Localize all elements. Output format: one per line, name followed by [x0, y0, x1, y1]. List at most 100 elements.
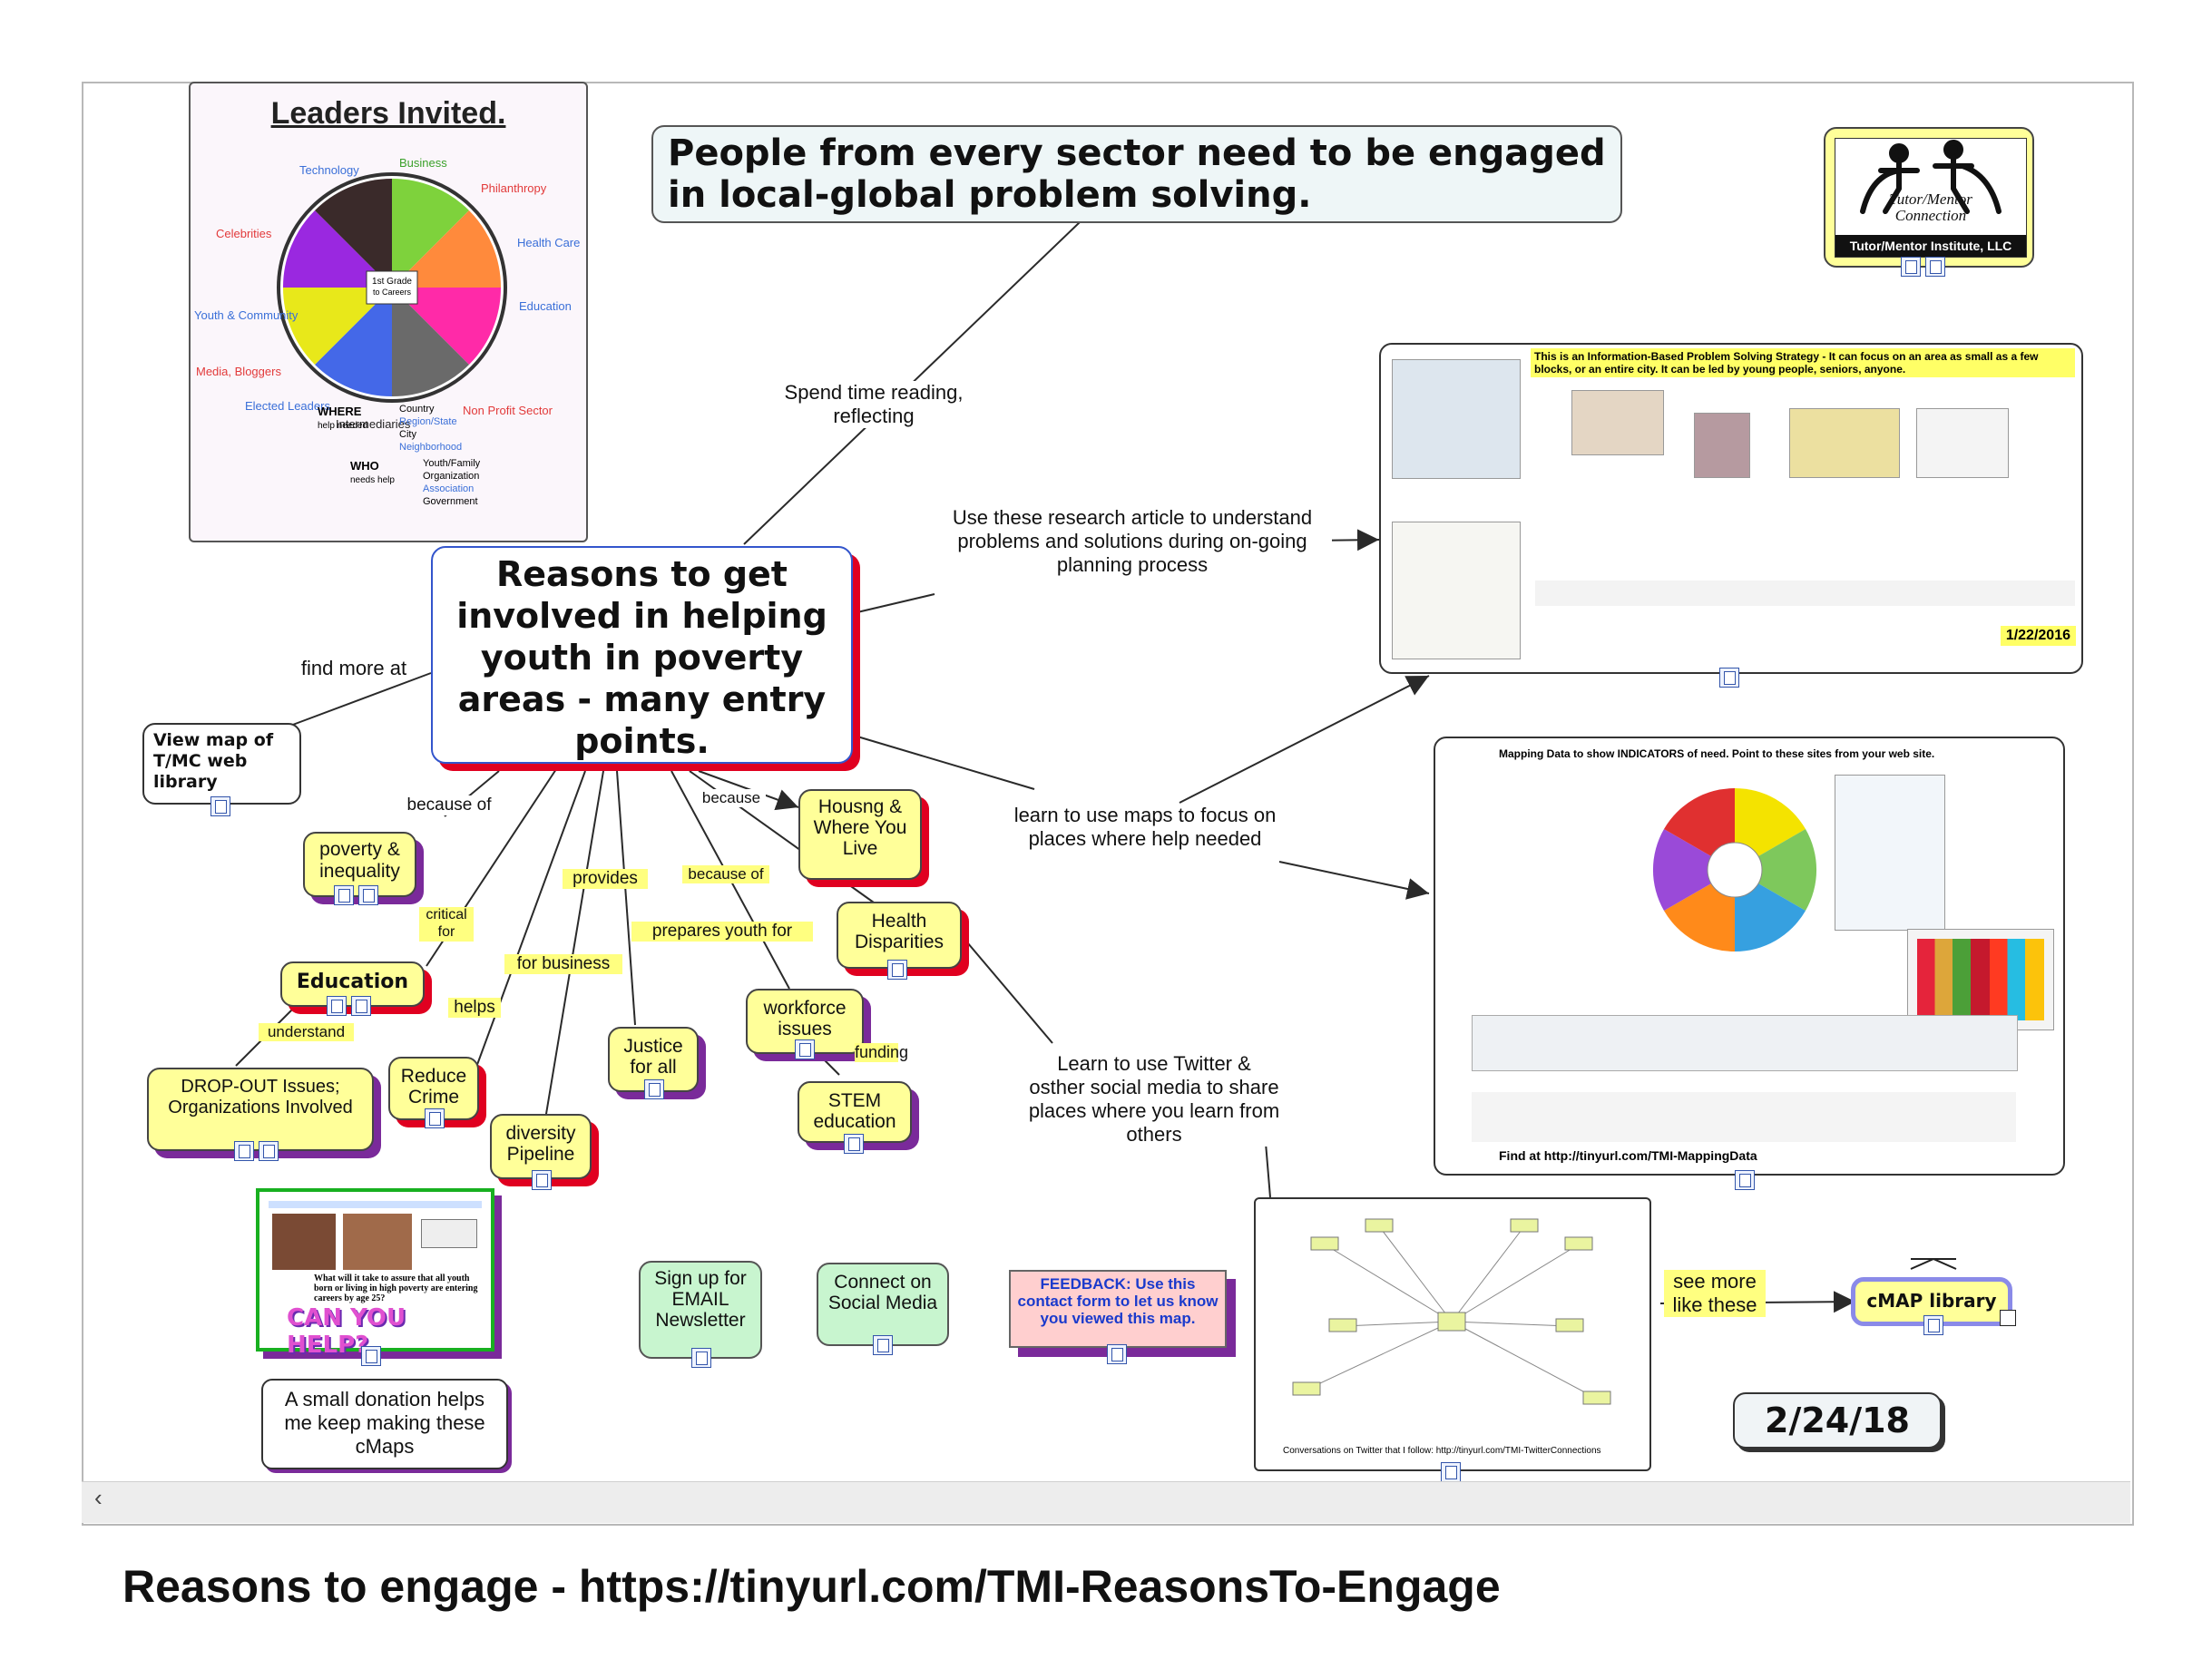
- cmap-icon[interactable]: [1719, 668, 1739, 688]
- svg-text:to Careers: to Careers: [373, 288, 412, 297]
- horizontal-scrollbar[interactable]: ‹: [82, 1481, 2130, 1523]
- tmc-logo: Tutor/Mentor Connection Tutor/Mentor Ins…: [1835, 138, 2027, 258]
- cmap-icon[interactable]: [1441, 1462, 1461, 1482]
- view-map-node[interactable]: View map of T/MC web library: [142, 723, 301, 805]
- central-concept[interactable]: Reasons to get involved in helping youth…: [431, 546, 853, 764]
- document-icon[interactable]: [361, 1346, 381, 1366]
- photo-collage: [1789, 408, 1900, 478]
- tmc-logo-node[interactable]: Tutor/Mentor Connection Tutor/Mentor Ins…: [1824, 127, 2034, 268]
- logo-subtitle: Tutor/Mentor Institute, LLC: [1835, 235, 2026, 257]
- who-label: WHO: [350, 459, 379, 473]
- document-icon[interactable]: [691, 1348, 711, 1368]
- label-learn-maps: learn to use maps to focus on places whe…: [1009, 804, 1281, 851]
- strategy-title: This is an Information-Based Problem Sol…: [1531, 348, 2075, 377]
- feedback-node[interactable]: FEEDBACK: Use this contact form to let u…: [1009, 1270, 1227, 1348]
- map-stories-image: [1472, 1092, 2016, 1142]
- document-icon[interactable]: [1107, 1344, 1127, 1364]
- sector-health: Health Care: [517, 236, 580, 249]
- strategy-text-block: [1535, 581, 2075, 606]
- indicator-wheel: [1652, 788, 1817, 951]
- scroll-left-arrow-icon[interactable]: ‹: [94, 1484, 103, 1511]
- document-icon[interactable]: [532, 1170, 552, 1190]
- map-strip-image: [1472, 1015, 2018, 1071]
- social-node[interactable]: Connect on Social Media: [817, 1263, 949, 1346]
- document-icon[interactable]: [1901, 257, 1921, 277]
- logo-name: Tutor/Mentor Connection: [1889, 190, 1972, 224]
- document-icon[interactable]: [887, 960, 907, 980]
- label-understand: understand: [259, 1023, 354, 1042]
- twitter-network: [1292, 1218, 1611, 1405]
- sector-education: Education: [519, 299, 572, 313]
- people-logo-icon: [1860, 140, 2002, 214]
- label-provides: provides: [563, 869, 648, 890]
- label-spend-time: Spend time reading, reflecting: [769, 381, 978, 428]
- cmap-icon[interactable]: [358, 885, 378, 905]
- where-items: Country Region/State City Neighborhood: [399, 404, 463, 453]
- dropout-node[interactable]: DROP-OUT Issues; Organizations Involved: [147, 1068, 374, 1151]
- document-icon[interactable]: [644, 1079, 664, 1099]
- mapping-thumbnail[interactable]: Mapping Data to show INDICATORS of need.…: [1434, 737, 2065, 1176]
- cmap-icon[interactable]: [210, 796, 230, 816]
- who-items: Youth/Family Organization Association Go…: [423, 458, 481, 507]
- goals-image: [1907, 929, 2054, 1030]
- where-sub: help needed: [318, 421, 368, 431]
- poster-call: CAN YOU HELP?: [287, 1304, 406, 1359]
- stem-node[interactable]: STEM education: [798, 1081, 912, 1143]
- leaders-title: Leaders Invited.: [270, 96, 506, 131]
- health-node[interactable]: Health Disparities: [837, 902, 962, 969]
- label-funding: funding: [855, 1043, 909, 1063]
- who-sub: needs help: [350, 475, 395, 485]
- document-icon[interactable]: [1923, 1315, 1943, 1335]
- ending-tomorrow-image: [1392, 522, 1521, 659]
- where-label: WHERE: [318, 405, 362, 418]
- sector-philanthropy: Philanthropy: [481, 181, 547, 195]
- document-icon[interactable]: [844, 1134, 864, 1154]
- label-prepares: prepares youth for: [631, 922, 813, 942]
- expand-icon[interactable]: [1909, 1256, 1958, 1271]
- label-helps: helps: [448, 998, 501, 1019]
- label-because: because: [697, 789, 766, 808]
- label-learn-twitter: Learn to use Twitter & osther social med…: [1027, 1052, 1281, 1147]
- mapping-title: Mapping Data to show INDICATORS of need.…: [1499, 747, 1971, 760]
- diversity-node[interactable]: diversity Pipeline: [490, 1114, 592, 1179]
- sector-nonprofit: Non Profit Sector: [463, 404, 553, 417]
- cmap-icon[interactable]: [351, 996, 371, 1016]
- page-caption: Reasons to engage - https://tinyurl.com/…: [122, 1561, 1501, 1612]
- label-critical-for: critical for: [419, 907, 474, 942]
- date-node: 2/24/18: [1733, 1392, 1942, 1449]
- label-for-business: for business: [504, 954, 622, 975]
- youth-photo: [272, 1214, 336, 1270]
- census-links-image: [1835, 775, 1945, 931]
- education-node[interactable]: Education: [280, 961, 425, 1007]
- label-use-research: Use these research article to understand…: [933, 506, 1332, 577]
- strategy-thumbnail[interactable]: This is an Information-Based Problem Sol…: [1379, 343, 2083, 674]
- diagram-image: [1916, 408, 2009, 478]
- document-icon[interactable]: [327, 996, 347, 1016]
- signup-node[interactable]: Sign up for EMAIL Newsletter: [639, 1261, 762, 1359]
- donation-node[interactable]: A small donation helps me keep making th…: [261, 1379, 508, 1469]
- sector-media: Media, Bloggers: [196, 365, 281, 378]
- person-photo: [1694, 413, 1750, 478]
- sector-technology: Technology: [299, 163, 359, 177]
- document-icon[interactable]: [334, 885, 354, 905]
- document-icon[interactable]: [234, 1141, 254, 1161]
- cmap-icon[interactable]: [1735, 1170, 1755, 1190]
- poster-question: What will it take to assure that all you…: [314, 1274, 478, 1303]
- document-icon[interactable]: [795, 1039, 815, 1059]
- housing-node[interactable]: Housng & Where You Live: [798, 789, 922, 880]
- open-external-icon[interactable]: [2000, 1310, 2016, 1326]
- twitter-thumbnail[interactable]: Conversations on Twitter that I follow: …: [1254, 1197, 1651, 1471]
- document-icon[interactable]: [873, 1335, 893, 1355]
- strategy-date: 1/22/2016: [2000, 626, 2076, 646]
- mapping-footer: Find at http://tinyurl.com/TMI-MappingDa…: [1499, 1148, 1757, 1163]
- city-map-image: [1392, 359, 1521, 479]
- cmap-icon[interactable]: [1925, 257, 1945, 277]
- leaders-invited-graphic[interactable]: Leaders Invited. 1st Grade to Careers Te…: [189, 82, 588, 542]
- can-you-help-poster[interactable]: What will it take to assure that all you…: [256, 1188, 494, 1359]
- document-icon[interactable]: [425, 1108, 445, 1128]
- region-map-image: [1571, 390, 1664, 455]
- label-see-more: see more like these: [1664, 1270, 1766, 1317]
- sector-business: Business: [399, 156, 447, 170]
- cmap-icon[interactable]: [259, 1141, 279, 1161]
- header-concept[interactable]: People from every sector need to be enga…: [651, 125, 1622, 223]
